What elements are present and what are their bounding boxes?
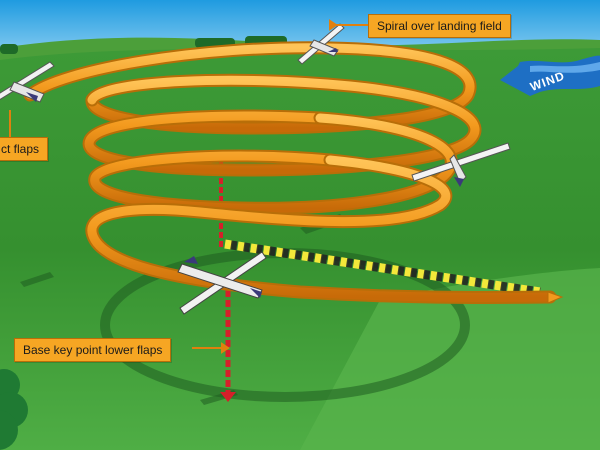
- callout-spiral-over-landing-field: Spiral over landing field: [368, 14, 511, 38]
- wind-arrow: WIND: [500, 55, 600, 96]
- callout-flaps: ct flaps: [0, 137, 49, 161]
- aircraft-right: [411, 142, 511, 187]
- final-approach-ground-marker: [224, 239, 541, 297]
- aircraft-base: [177, 251, 267, 315]
- spiral-path: [23, 41, 564, 304]
- callout-leaders: [9, 19, 368, 354]
- aircraft-top: [297, 23, 345, 65]
- aircraft-left: [0, 61, 55, 103]
- tree-bottom-left: [0, 369, 28, 450]
- callout-base-key-point: Base key point lower flaps: [14, 338, 172, 362]
